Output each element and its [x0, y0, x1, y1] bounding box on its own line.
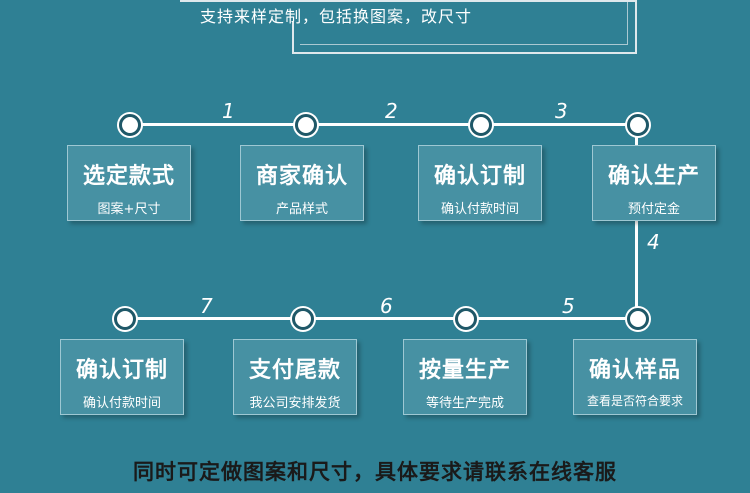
step-number-5: 5	[562, 294, 575, 318]
track-vertical	[635, 124, 638, 320]
step-card-1: 选定款式 图案+尺寸	[67, 145, 191, 221]
step-number-6: 6	[380, 294, 393, 318]
header-note: 支持来样定制，包括换图案，改尺寸	[200, 7, 473, 26]
step-title: 确认样品	[588, 358, 681, 383]
step-node-7	[292, 308, 314, 330]
step-subtitle: 预付定金	[627, 202, 680, 217]
step-number-2: 2	[385, 99, 398, 123]
step-node-6	[455, 308, 477, 330]
step-subtitle: 查看是否符合要求	[586, 394, 683, 408]
step-node-4	[627, 114, 649, 136]
step-title: 确认订制	[433, 164, 526, 189]
step-card-6: 按量生产 等待生产完成	[403, 339, 527, 415]
step-subtitle: 图案+尺寸	[97, 202, 161, 217]
step-node-1	[119, 114, 141, 136]
step-number-1: 1	[222, 99, 235, 123]
step-subtitle: 确认付款时间	[82, 396, 161, 411]
step-card-8: 确认订制 确认付款时间	[60, 339, 184, 415]
header-frame-inner	[300, 44, 627, 45]
step-title: 确认生产	[607, 164, 700, 189]
step-node-8	[114, 308, 136, 330]
header-frame-top	[180, 0, 635, 2]
step-title: 商家确认	[255, 164, 348, 189]
header-frame-bottom	[292, 52, 637, 54]
step-card-2: 商家确认 产品样式	[240, 145, 364, 221]
step-number-7: 7	[200, 294, 213, 318]
track-row-2	[124, 317, 637, 320]
step-node-3	[470, 114, 492, 136]
step-card-3: 确认订制 确认付款时间	[418, 145, 542, 221]
step-title: 按量生产	[418, 358, 511, 383]
step-title: 确认订制	[75, 358, 168, 383]
footer-note: 同时可定做图案和尺寸，具体要求请联系在线客服	[133, 460, 617, 484]
header-frame-inner-right	[627, 0, 628, 45]
step-card-5: 确认样品 查看是否符合要求	[573, 339, 697, 415]
step-subtitle: 确认付款时间	[440, 202, 519, 217]
step-title: 支付尾款	[248, 358, 341, 383]
track-row-1	[128, 123, 638, 126]
step-title: 选定款式	[82, 164, 175, 189]
step-node-2	[295, 114, 317, 136]
step-number-4: 4	[647, 230, 660, 254]
step-subtitle: 等待生产完成	[425, 396, 504, 411]
header-frame-right	[635, 0, 637, 54]
step-card-7: 支付尾款 我公司安排发货	[233, 339, 357, 415]
step-number-3: 3	[555, 99, 568, 123]
step-subtitle: 我公司安排发货	[249, 396, 341, 411]
step-card-4: 确认生产 预付定金	[592, 145, 716, 221]
header-frame-left	[292, 22, 294, 54]
step-subtitle: 产品样式	[275, 202, 328, 217]
step-node-5	[627, 308, 649, 330]
